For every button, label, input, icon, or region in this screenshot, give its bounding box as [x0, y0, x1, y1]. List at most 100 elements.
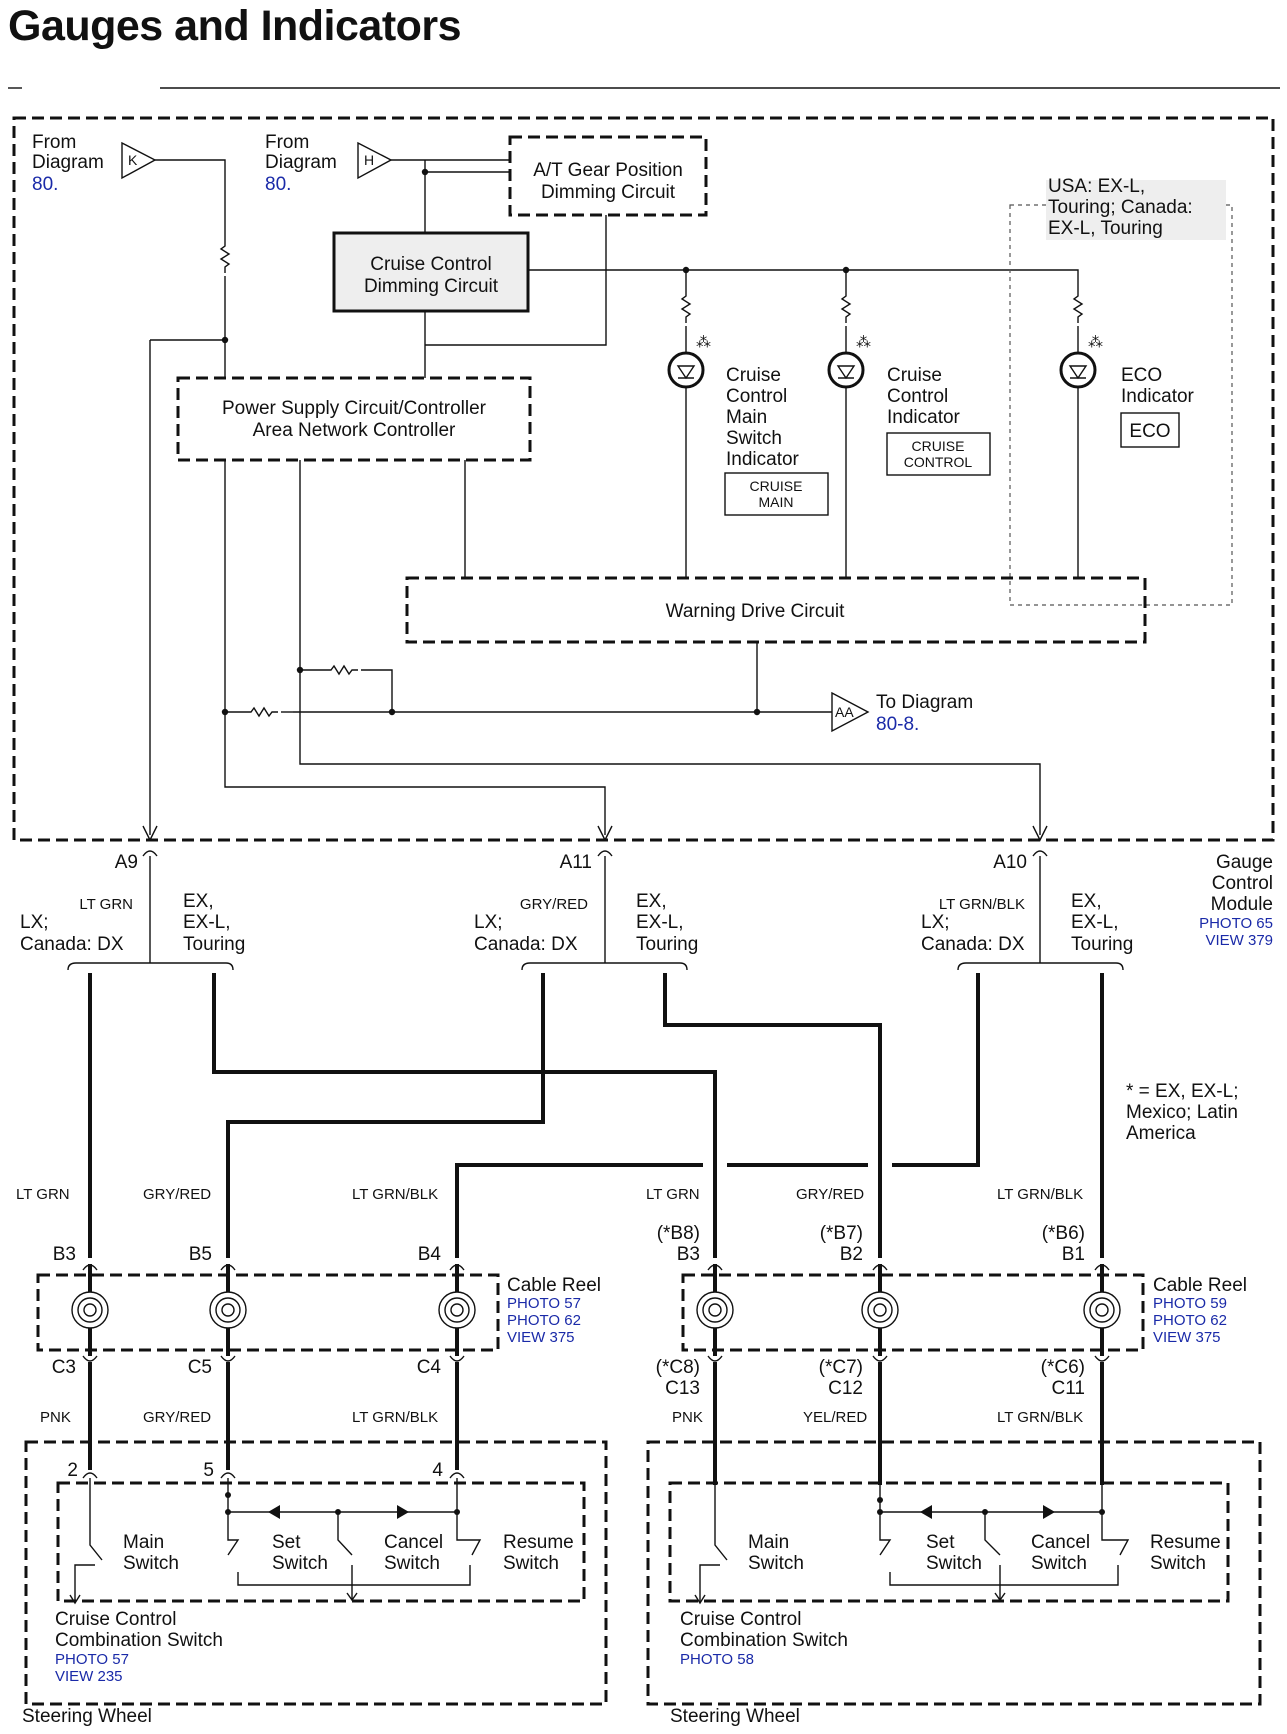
- power-supply-circuit: [176, 376, 532, 462]
- svg-text:Control: Control: [726, 386, 787, 407]
- left-main-switch-line1: Main: [123, 1532, 164, 1553]
- right-main-switch-line2: Switch: [748, 1553, 804, 1574]
- svg-text:A10: A10: [993, 852, 1027, 873]
- wire-color-a10: LT GRN/BLK: [939, 896, 1025, 913]
- left-pin-c4: C4: [417, 1357, 442, 1378]
- variant-lx-a10-line1: LX;: [921, 912, 950, 933]
- left-set-switch-line2: Switch: [272, 1553, 328, 1574]
- star-note-line1: * = EX, EX-L;: [1126, 1081, 1238, 1102]
- left-cancel-switch-line2: Switch: [384, 1553, 440, 1574]
- right-switch-wiring: [694, 1485, 1130, 1605]
- left-switch-name-line2: Combination Switch: [55, 1630, 223, 1651]
- variant-lx-a9-line1: LX;: [20, 912, 49, 933]
- right-cable-reel-ref1: PHOTO 59: [1153, 1295, 1227, 1312]
- left-cancel-switch-line1: Cancel: [384, 1532, 443, 1553]
- left-cable-reel-name: Cable Reel: [507, 1275, 601, 1296]
- connector-aa-icon: [831, 691, 870, 733]
- right-switch-photo-ref: PHOTO 58: [680, 1651, 754, 1668]
- from-label-k: From: [32, 132, 76, 153]
- variant-ex-a11-line2: EX-L,: [636, 912, 684, 933]
- main-indicator-bulb-icon: [667, 351, 705, 389]
- variant-ex-a9-line1: EX,: [183, 891, 214, 912]
- left-steering-wheel-box: [24, 1440, 608, 1706]
- from-ref-k: 80.: [32, 174, 58, 195]
- left-pin-c5: C5: [188, 1357, 212, 1378]
- connector-aa-letter: AA: [835, 704, 854, 720]
- left-pin-b4: B4: [418, 1244, 442, 1265]
- left-set-switch-line1: Set: [272, 1532, 301, 1553]
- svg-text:Control: Control: [887, 386, 948, 407]
- module-view-ref: VIEW 379: [1205, 932, 1273, 949]
- left-resume-switch-line1: Resume: [503, 1532, 574, 1553]
- eco-note-line2: Touring; Canada:: [1048, 197, 1193, 218]
- variant-lx-a10-line2: Canada: DX: [921, 934, 1025, 955]
- svg-text:Indicator: Indicator: [726, 449, 800, 470]
- wire-color-left-below-3: LT GRN/BLK: [352, 1409, 438, 1426]
- cruise-main-badge: [724, 472, 829, 516]
- right-pin-b1: B1: [1062, 1244, 1085, 1265]
- left-main-switch-line2: Switch: [123, 1553, 179, 1574]
- cruise-control-badge-line2: CONTROL: [904, 454, 973, 470]
- main-indicator-ray-icon: ⁂: [696, 334, 711, 351]
- variant-lx-a11-line2: Canada: DX: [474, 934, 578, 955]
- right-set-switch-line1: Set: [926, 1532, 955, 1553]
- svg-text:Switch: Switch: [726, 428, 782, 449]
- from-ref-h: 80.: [265, 174, 291, 195]
- wire-color-right-below-1: PNK: [672, 1409, 703, 1426]
- variant-ex-a10-line1: EX,: [1071, 891, 1102, 912]
- wire-color-right-below-2: YEL/RED: [803, 1409, 867, 1426]
- cruise-main-badge-line2: MAIN: [759, 494, 794, 510]
- right-pin-b3: B3: [677, 1244, 700, 1265]
- main-indicator-label: Cruise Control Main Switch Indicator: [726, 365, 800, 470]
- warning-drive-text: Warning Drive Circuit: [666, 601, 845, 622]
- power-supply-line2: Area Network Controller: [253, 420, 456, 441]
- right-cable-reel-ref3: VIEW 375: [1153, 1329, 1221, 1346]
- eco-badge: [1120, 412, 1180, 448]
- wire-color-a9: LT GRN: [79, 896, 133, 913]
- at-gear-dimming-circuit: [508, 135, 708, 217]
- left-switch-photo-ref: PHOTO 57: [55, 1651, 129, 1668]
- wire-color-a11: GRY/RED: [520, 896, 588, 913]
- left-pin-b3: B3: [53, 1244, 76, 1265]
- cruise-control-badge-line1: CRUISE: [912, 438, 965, 454]
- module-photo-ref: PHOTO 65: [1199, 915, 1273, 932]
- from-label-h: From: [265, 132, 309, 153]
- harness-wires: [88, 973, 1104, 1258]
- cruise-control-badge: [886, 432, 991, 476]
- left-steering-wheel-label: Steering Wheel: [22, 1706, 152, 1727]
- at-gear-line2: Dimming Circuit: [541, 182, 676, 203]
- star-note-line3: America: [1126, 1123, 1196, 1144]
- right-switch-name-line1: Cruise Control: [680, 1609, 801, 1630]
- right-pin-c12: C12: [828, 1378, 863, 1399]
- left-pin-b5: B5: [189, 1244, 212, 1265]
- wire-color-right-2: GRY/RED: [796, 1186, 864, 1203]
- pin-a10: A10: [993, 850, 1048, 873]
- variant-ex-a10-line2: EX-L,: [1071, 912, 1119, 933]
- right-cancel-switch-line2: Switch: [1031, 1553, 1087, 1574]
- module-label-line1: Gauge: [1216, 852, 1273, 873]
- variant-lx-a9-line2: Canada: DX: [20, 934, 124, 955]
- pin-a9: A9: [115, 850, 158, 873]
- right-resume-switch-line2: Switch: [1150, 1553, 1206, 1574]
- variant-ex-a11-line3: Touring: [636, 934, 698, 955]
- right-pin-b6-alt: (*B6): [1042, 1223, 1085, 1244]
- variant-ex-a10-line3: Touring: [1071, 934, 1133, 955]
- left-cable-reel: [36, 1273, 500, 1352]
- left-combination-switch: [56, 1481, 586, 1603]
- svg-text:Cruise: Cruise: [726, 365, 781, 386]
- eco-badge-text: ECO: [1129, 421, 1170, 442]
- right-pin-c6-alt: (*C6): [1041, 1357, 1085, 1378]
- at-gear-line1: A/T Gear Position: [533, 160, 683, 181]
- module-label-line3: Module: [1211, 894, 1273, 915]
- variant-ex-a11-line1: EX,: [636, 891, 667, 912]
- right-steering-wheel-label: Steering Wheel: [670, 1706, 800, 1727]
- wire-color-right-3: LT GRN/BLK: [997, 1186, 1083, 1203]
- right-pin-b7-alt: (*B7): [820, 1223, 863, 1244]
- cruise-dim-line1: Cruise Control: [370, 254, 491, 275]
- eco-note-line1: USA: EX-L,: [1048, 176, 1145, 197]
- page-title: Gauges and Indicators: [8, 2, 462, 50]
- left-resume-switch-line2: Switch: [503, 1553, 559, 1574]
- right-pin-c11: C11: [1052, 1378, 1085, 1399]
- wire-color-left-below-1: PNK: [40, 1409, 71, 1426]
